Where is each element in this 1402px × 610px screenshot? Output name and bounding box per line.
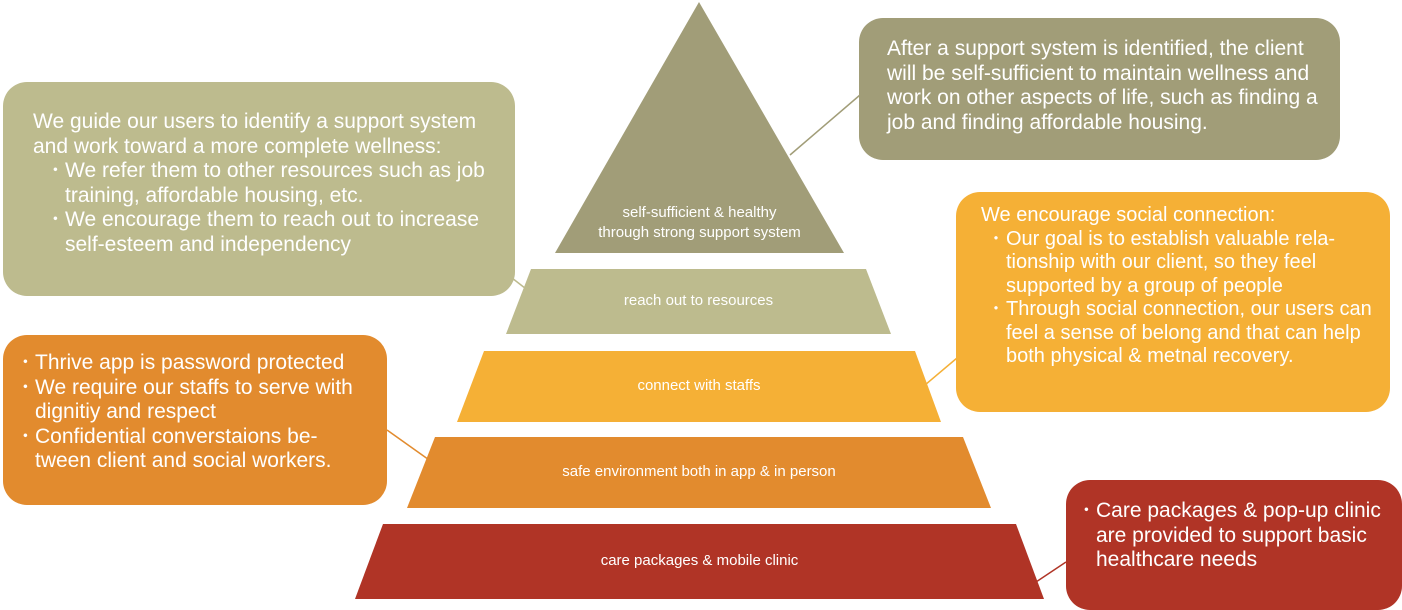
tier-staffs-label: connect with staffs <box>457 376 941 396</box>
tier-resources <box>506 269 891 334</box>
list-item: Care packages & pop-up clinic are provid… <box>1076 499 1388 573</box>
connector-mid-right <box>924 357 958 386</box>
tier-top-label-line-2: through strong support system <box>598 224 801 241</box>
list-item: Our goal is to establish valuable rela-t… <box>986 228 1374 299</box>
list-item: We encourage them to reach out to increa… <box>45 208 495 257</box>
tier-resources-label: reach out to resources <box>506 291 891 311</box>
connector-bottom-right <box>1035 561 1067 583</box>
tier-care-label-line-1: care packages & mobile clinic <box>600 552 799 569</box>
callout-care-packages: Care packages & pop-up clinic are provid… <box>1066 480 1402 610</box>
tier-top <box>555 2 844 253</box>
callout-safe-environment: Thrive app is password protected We requ… <box>3 335 387 505</box>
tier-safe-label-line-1: safe environment both in app & in person <box>562 463 836 480</box>
tier-care <box>355 524 1044 599</box>
tier-safe-label: safe environment both in app & in person <box>407 462 991 482</box>
tier-safe <box>407 437 991 508</box>
callout-social-connection-heading: We encourage social connection: <box>981 204 1276 226</box>
callout-care-packages-list: Care packages & pop-up clinic are provid… <box>1076 499 1388 573</box>
list-item: We refer them to other resources such as… <box>45 159 495 208</box>
callout-self-sufficient: After a support system is identified, th… <box>859 18 1340 160</box>
tier-staffs-label-line-1: connect with staffs <box>637 377 761 394</box>
callout-safe-environment-list: Thrive app is password protected We requ… <box>15 351 373 474</box>
tier-top-label-line-1: self-sufficient & healthy <box>622 204 777 221</box>
callout-support-system-heading: We guide our users to identify a support… <box>33 110 477 158</box>
list-item: We require our staffs to serve with dign… <box>15 376 373 425</box>
list-item: Confidential converstaions be-tween clie… <box>15 425 373 474</box>
callout-support-system: We guide our users to identify a support… <box>3 82 515 296</box>
tier-top-label: self-sufficient & healthy through strong… <box>555 203 844 243</box>
tier-resources-label-line-1: reach out to resources <box>623 292 774 309</box>
callout-social-connection: We encourage social connection: Our goal… <box>956 192 1390 412</box>
connector-top-right <box>789 94 861 156</box>
tier-staffs <box>457 351 941 422</box>
connector-mid-left <box>386 429 433 463</box>
tier-care-label: care packages & mobile clinic <box>355 551 1044 571</box>
list-item: Thrive app is password protected <box>15 351 373 376</box>
callout-self-sufficient-text: After a support system is identified, th… <box>887 37 1318 134</box>
callout-support-system-list: We refer them to other resources such as… <box>45 159 495 257</box>
list-item: Through social connection, our users can… <box>986 298 1374 369</box>
callout-social-connection-list: Our goal is to establish valuable rela-t… <box>986 228 1374 369</box>
